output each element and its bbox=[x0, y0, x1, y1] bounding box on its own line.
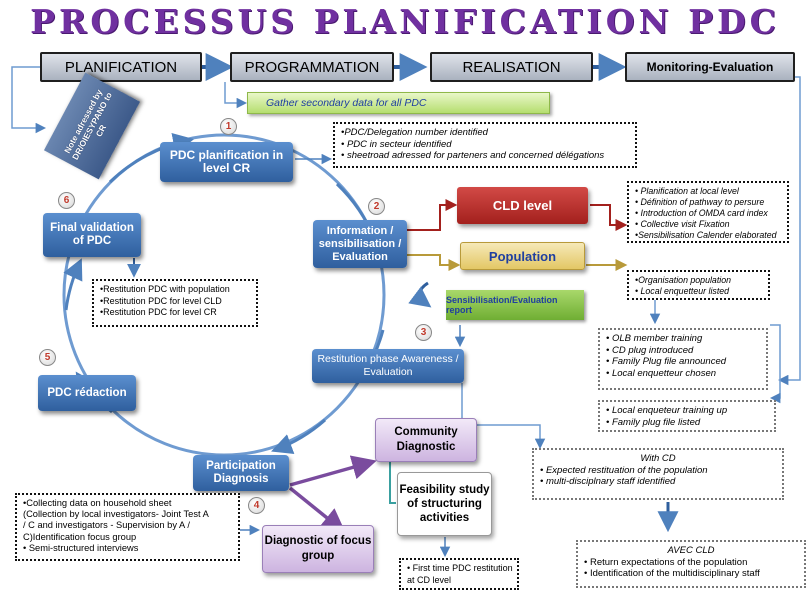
step-information-sensibilisation: Information / sensibilisation / Evaluati… bbox=[313, 220, 407, 268]
avec-cld-item: • Identification of the multidisciplinar… bbox=[584, 568, 760, 579]
cld-level-box: CLD level bbox=[457, 187, 588, 224]
olb-list-item: • OLB member training bbox=[606, 333, 703, 344]
step-number-2: 2 bbox=[368, 198, 385, 215]
olb-list-item: • Local enquetteur chosen bbox=[606, 367, 717, 379]
step-participation-diagnosis: Participation Diagnosis bbox=[193, 455, 289, 491]
restitution-list-item: •Restitution PDC for level CLD bbox=[100, 295, 222, 306]
step-number-3: 3 bbox=[415, 324, 432, 341]
pdc-identified-item: • PDC in secteur identified bbox=[341, 138, 452, 150]
pdc-identified-list: •PDC/Delegation number identified • PDC … bbox=[333, 122, 637, 168]
population-list-item: • Local enquetteur listed bbox=[635, 286, 730, 296]
with-cd-box: With CD • Expected restituation of the p… bbox=[532, 448, 784, 500]
first-time-line: • First time PDC restitution bbox=[407, 563, 513, 573]
collecting-list-item: • Semi-structured interviews bbox=[23, 542, 139, 553]
cld-list-item: • Planification at local level bbox=[635, 186, 739, 196]
pdc-identified-item: • sheetroad adressed for parteners and c… bbox=[341, 150, 605, 161]
step-pdc-planification: PDC planification in level CR bbox=[160, 142, 293, 182]
step-pdc-redaction: PDC rédaction bbox=[38, 375, 136, 411]
step-number-4: 4 bbox=[248, 497, 265, 514]
enqueteur-list: • Local enqueteur training up • Family p… bbox=[598, 400, 776, 432]
population-box: Population bbox=[460, 242, 585, 270]
collecting-data-list: •Collecting data on household sheet (Col… bbox=[15, 493, 240, 561]
collecting-list-item: (Collection by local investigators- Join… bbox=[23, 509, 209, 520]
phase-monitoring-evaluation: Monitoring-Evaluation bbox=[625, 52, 795, 82]
restitution-list: •Restitution PDC with population •Restit… bbox=[92, 279, 258, 327]
olb-training-list: • OLB member training • CD plug introduc… bbox=[598, 328, 768, 390]
avec-cld-item: • Return expectations of the population bbox=[584, 556, 748, 568]
feasibility-study: Feasibility study of structuring activit… bbox=[397, 472, 492, 536]
with-cd-item: • multi-disciplnary staff identified bbox=[540, 476, 676, 487]
population-list: •Organisation population • Local enquett… bbox=[627, 270, 770, 300]
pdc-identified-item: •PDC/Delegation number identified bbox=[341, 127, 488, 138]
cycle-arrow-upper-left bbox=[63, 258, 83, 311]
population-list-item: •Organisation population bbox=[635, 275, 732, 285]
cld-list-item: • Définition of pathway to persure bbox=[635, 197, 765, 207]
step-final-validation: Final validation of PDC bbox=[43, 213, 141, 257]
step-number-5: 5 bbox=[39, 349, 56, 366]
cld-list-item: • Introduction of OMDA card index bbox=[635, 208, 768, 218]
avec-cld-box: AVEC CLD • Return expectations of the po… bbox=[576, 540, 806, 588]
first-time-restitution: • First time PDC restitution at CD level bbox=[399, 558, 519, 590]
avec-cld-title: AVEC CLD bbox=[667, 545, 715, 556]
with-cd-item: • Expected restituation of the populatio… bbox=[540, 464, 708, 476]
step-restitution-phase: Restitution phase Awareness / Evaluation bbox=[312, 349, 464, 383]
restitution-list-item: •Restitution PDC for level CR bbox=[100, 307, 217, 317]
gather-secondary-data: Gather secondary data for all PDC bbox=[247, 92, 550, 114]
cld-list-item: •Sensibilisation Calender elaborated bbox=[635, 230, 777, 240]
cld-level-list: • Planification at local level • Définit… bbox=[627, 181, 789, 243]
collecting-list-item: / C and investigators - Supervision by A… bbox=[23, 520, 190, 531]
collecting-list-item: •Collecting data on household sheet bbox=[23, 498, 172, 508]
first-time-line: at CD level bbox=[407, 574, 452, 585]
phase-planification: PLANIFICATION bbox=[40, 52, 202, 82]
cycle-arrow-top bbox=[108, 133, 195, 184]
step-number-6: 6 bbox=[58, 192, 75, 209]
phase-realisation: REALISATION bbox=[430, 52, 593, 82]
diagnostic-focus-group: Diagnostic of focus group bbox=[262, 525, 374, 573]
community-diagnostic: Community Diagnostic bbox=[375, 418, 477, 462]
cld-list-item: • Collective visit Fixation bbox=[635, 219, 730, 229]
enqueteur-list-item: • Family plug file listed bbox=[606, 416, 701, 428]
sensibilisation-report: Sensibilisation/Evaluation report bbox=[446, 290, 584, 320]
enqueteur-list-item: • Local enqueteur training up bbox=[606, 405, 728, 416]
with-cd-title: With CD bbox=[640, 453, 676, 464]
cycle-arrow-bottom bbox=[271, 418, 326, 454]
collecting-list-item: C)Identification focus group bbox=[23, 531, 137, 542]
step-number-1: 1 bbox=[220, 118, 237, 135]
phase-programmation: PROGRAMMATION bbox=[230, 52, 394, 82]
olb-list-item: • Family Plug file announced bbox=[606, 356, 727, 367]
restitution-list-item: •Restitution PDC with population bbox=[100, 284, 230, 294]
page-title: PROCESSUS PLANIFICATION PDC bbox=[30, 2, 780, 41]
olb-list-item: • CD plug introduced bbox=[606, 344, 694, 356]
